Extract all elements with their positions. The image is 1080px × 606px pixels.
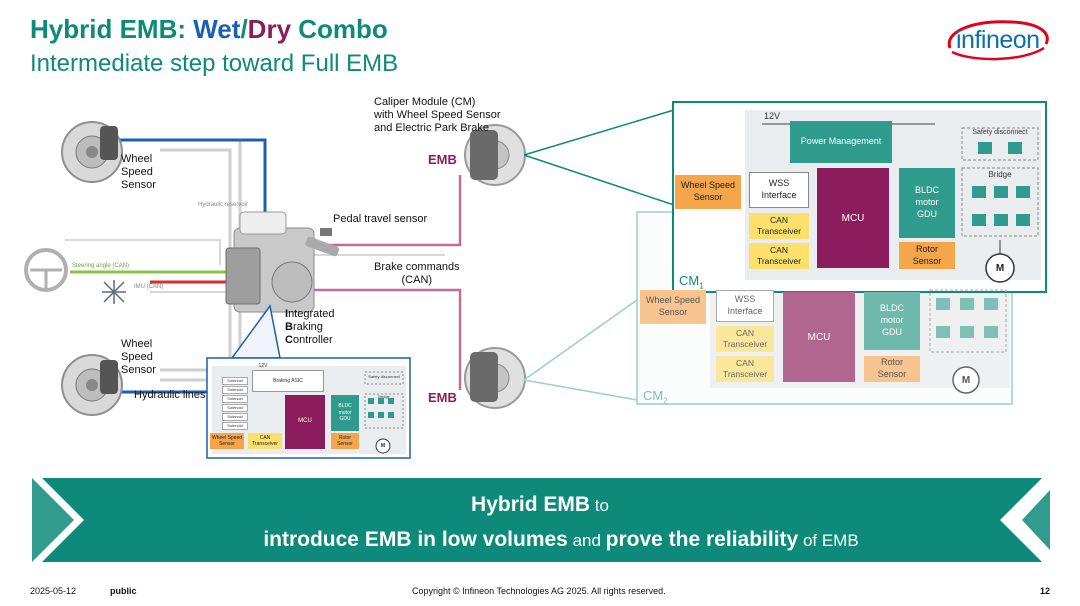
cm2-text: CM — [643, 388, 664, 403]
infineon-logo: infineon — [942, 18, 1054, 64]
wheel-bottom-left-icon — [61, 354, 123, 416]
banner-and: and — [567, 531, 606, 550]
cm2-bridge-switches-icon — [936, 298, 998, 338]
ibc-solenoid-list: Solenoid Solenoid Solenoid Solenoid Sole… — [222, 377, 248, 430]
cm2-wss-interface: WSS Interface — [716, 290, 774, 322]
ibc-letter-b: B — [285, 321, 293, 333]
ibc-safety-disconnect: Safety disconnect — [368, 374, 400, 380]
cm1-safety-disconnect: Safety disconnect — [972, 129, 1028, 137]
ibc-mcu: MCU — [285, 395, 325, 449]
ibc-solenoid: Solenoid — [222, 413, 248, 421]
title-wet: Wet — [193, 14, 241, 44]
wheel-top-left-icon — [61, 121, 123, 183]
cm1-subscript: 1 — [699, 281, 704, 291]
cm2-can-transceiver-2: CAN Transceiver — [716, 356, 774, 382]
cm2-motor-icon: M — [961, 374, 971, 386]
hydraulic-reservoir-label: Hydraulic reservoir — [198, 202, 249, 208]
footer-classification: public — [110, 586, 137, 596]
slide-title: Hybrid EMB: Wet/Dry Combo — [30, 14, 388, 45]
steering-wheel-icon — [24, 248, 68, 292]
cm2-can-transceiver-1: CAN Transceiver — [716, 326, 774, 352]
ibc-unit-icon — [225, 211, 340, 313]
ibc-word-braking: raking — [292, 321, 323, 333]
ibc-bridge: Bridge — [378, 394, 390, 400]
cm1-wss-interface: WSS Interface — [749, 172, 809, 208]
footer-page-number: 12 — [1040, 586, 1051, 596]
banner-of-emb: of EMB — [798, 531, 859, 550]
cm1-wheel-speed-sensor: Wheel Speed Sensor — [675, 175, 741, 209]
imu-icon — [102, 280, 126, 304]
wss-top-label: Wheel Speed Sensor — [121, 153, 156, 191]
emb-bottom-label: EMB — [428, 390, 457, 405]
ibc-motor-icon: M — [380, 442, 386, 449]
banner-shape — [42, 478, 1042, 562]
cm2-label: CM2 — [643, 388, 668, 406]
ibc-solenoid: Solenoid — [222, 422, 248, 430]
slide-subtitle: Intermediate step toward Full EMB — [30, 50, 399, 77]
footer-date: 2025-05-12 — [30, 586, 77, 596]
ibc-rotor-sensor: Rotor Sensor — [331, 433, 359, 449]
banner-hybrid-emb: Hybrid EMB — [471, 493, 591, 516]
ibc-letter-c: C — [285, 334, 293, 346]
wheel-bottom-right-emb-icon — [464, 347, 526, 409]
cm1-voltage-label: 12V — [763, 111, 780, 122]
cm1-can-transceiver-2: CAN Transceiver — [749, 243, 809, 269]
steering-angle-label: Steering angle (CAN) — [72, 263, 130, 269]
ibc-solenoid: Solenoid — [222, 377, 248, 385]
wheel-top-right-emb-icon — [464, 124, 526, 186]
brake-commands-label: Brake commands (CAN) — [374, 261, 460, 286]
cm1-mcu: MCU — [817, 168, 889, 268]
cm1-power-management: Power Management — [790, 121, 892, 163]
ibc-letter-i: I — [285, 308, 289, 320]
pedal-travel-label: Pedal travel sensor — [333, 213, 428, 225]
footer-copyright: Copyright © Infineon Technologies AG 202… — [412, 586, 666, 596]
hydraulic-lines-label: Hydraulic lines — [134, 389, 206, 401]
cm1-text: CM — [679, 273, 700, 288]
cm2-bldc-gdu: BLDC motor GDU — [864, 292, 920, 350]
cm1-can-transceiver-1: CAN Transceiver — [749, 213, 809, 239]
ibc-solenoid: Solenoid — [222, 404, 248, 412]
cm1-bridge: Bridge — [988, 169, 1012, 179]
wss-bottom-label: Wheel Speed Sensor — [121, 338, 156, 376]
cm2-mcu: MCU — [783, 292, 855, 382]
logo-text: infineon — [956, 26, 1040, 54]
ibc-bldc-gdu: BLDC motor GDU — [331, 395, 359, 431]
title-dry: Dry — [247, 14, 292, 44]
banner-prove: prove the reliability — [605, 528, 799, 551]
banner-line-1: Hybrid EMB to — [0, 493, 1080, 517]
banner-line-2: introduce EMB in low volumes and prove t… — [0, 528, 1080, 552]
title-slash: / — [240, 14, 248, 44]
ibc-wheel-speed-sensor: Wheel Speed Sensor — [210, 433, 244, 449]
ibc-solenoid: Solenoid — [222, 386, 248, 394]
cm2-wheel-speed-sensor: Wheel Speed Sensor — [640, 290, 706, 324]
emb-top-label: EMB — [428, 152, 457, 167]
imu-label: IMU (CAN) — [134, 284, 164, 290]
cm2-subscript: 2 — [663, 396, 668, 406]
title-part1: Hybrid EMB: — [30, 14, 194, 44]
cm1-bridge-switches-icon — [972, 142, 1030, 226]
ibc-word-integrated: ntegrated — [288, 308, 335, 320]
banner-introduce: introduce EMB in low volumes — [263, 528, 568, 551]
cm1-rotor-sensor: Rotor Sensor — [899, 242, 955, 269]
cm2-rotor-sensor: Rotor Sensor — [864, 356, 920, 382]
ibc-voltage-label: 12V — [258, 362, 268, 369]
cm1-bldc-gdu: BLDC motor GDU — [899, 168, 955, 238]
ibc-can-transceiver: CAN Transceiver — [248, 433, 282, 449]
title-part2: Combo — [291, 14, 388, 44]
ibc-solenoid: Solenoid — [222, 395, 248, 403]
ibc-braking-asic: Braking ASIC — [252, 370, 324, 392]
ibc-word-controller: ontroller — [292, 334, 333, 346]
cm1-motor-icon: M — [995, 262, 1005, 274]
banner-to: to — [590, 496, 609, 515]
caliper-module-label: Caliper Module (CM) with Wheel Speed Sen… — [374, 96, 501, 134]
logo-swoosh-icon — [947, 20, 1049, 61]
cm1-label: CM1 — [679, 273, 704, 291]
